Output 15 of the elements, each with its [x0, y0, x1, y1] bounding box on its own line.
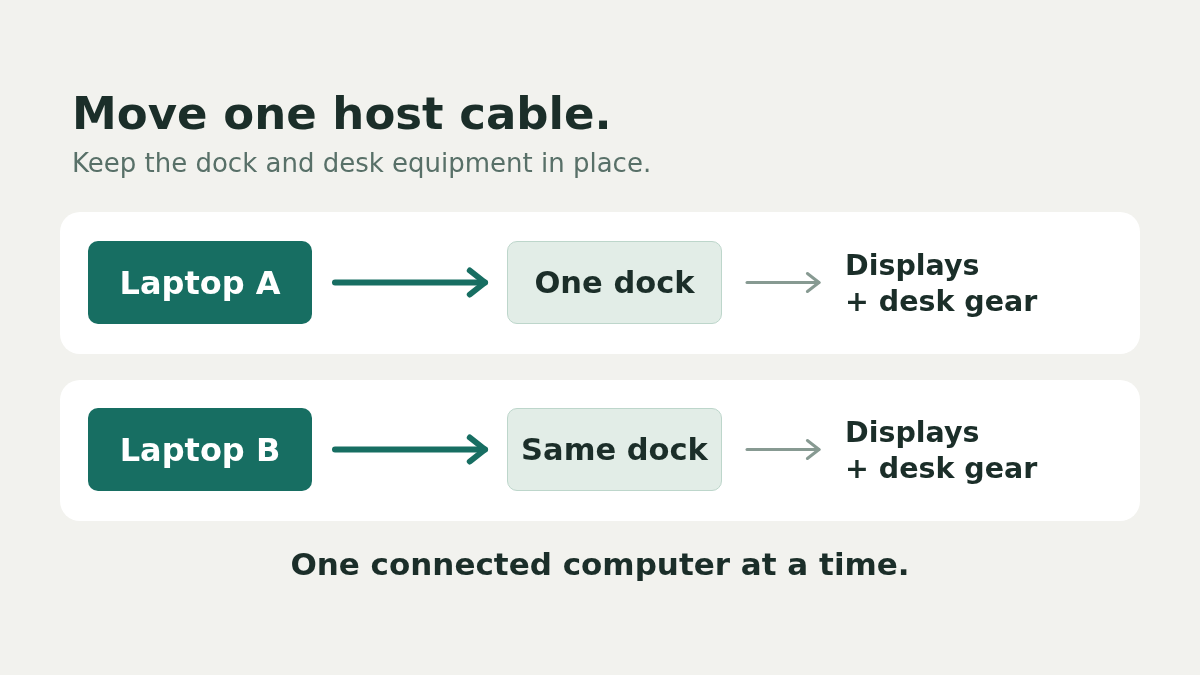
arrow [332, 434, 488, 465]
title: Move one host cable. [72, 87, 612, 141]
device-label: Displays + desk gear [845, 415, 1060, 487]
dock-box: One dock [507, 241, 722, 324]
caption: One connected computer at a time. [290, 545, 910, 583]
dock-box: Same dock [507, 408, 722, 491]
row-panel [60, 380, 1140, 521]
laptop-box: Laptop A [88, 241, 312, 324]
laptop-box: Laptop B [88, 408, 312, 491]
device-label: Displays + desk gear [845, 248, 1060, 320]
subtitle: Keep the dock and desk equipment in place. [72, 147, 652, 179]
arrow [745, 272, 821, 293]
arrow [745, 439, 821, 460]
arrow [332, 267, 488, 298]
row-panel [60, 212, 1140, 354]
